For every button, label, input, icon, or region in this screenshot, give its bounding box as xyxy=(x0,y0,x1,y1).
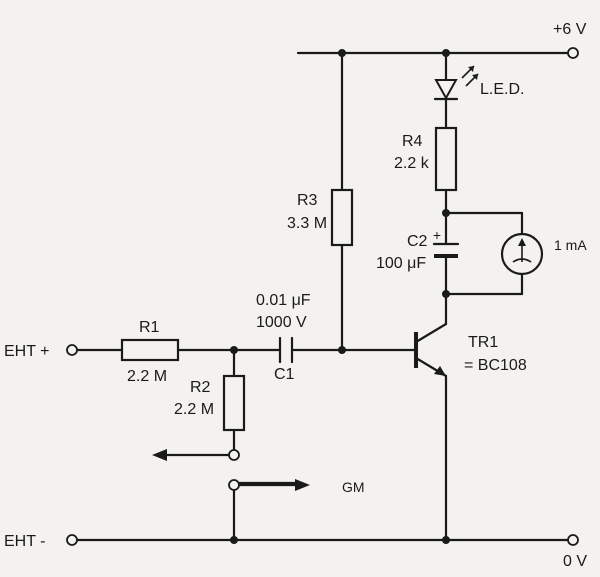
wires xyxy=(75,51,570,542)
transistor-tr1 xyxy=(414,322,448,378)
labels: +6 V 0 V EHT + EHT - L.E.D. R4 2.2 k R3 … xyxy=(4,21,587,570)
gm-arrow-icon xyxy=(237,479,310,491)
led-label: L.E.D. xyxy=(480,81,524,98)
c1-name: C1 xyxy=(274,366,295,383)
gm-label: GM xyxy=(342,479,365,495)
capacitor-c2: + xyxy=(432,227,460,258)
capacitor-c1 xyxy=(278,336,294,364)
meter-value: 1 mA xyxy=(554,237,587,253)
resistor-r4 xyxy=(434,126,458,192)
light-emission-arrows-icon xyxy=(461,65,479,87)
led xyxy=(433,65,479,101)
terminal-r2-output xyxy=(228,449,240,461)
tr1-name: TR1 xyxy=(468,334,498,351)
terminal-ground xyxy=(567,534,579,546)
c1-cap-value: 0.01 μF xyxy=(256,292,311,309)
r1-value: 2.2 M xyxy=(127,368,167,385)
supply-label: +6 V xyxy=(553,21,587,38)
r4-name: R4 xyxy=(402,133,423,150)
milliammeter xyxy=(500,232,544,276)
junction-dots xyxy=(230,49,450,544)
ground-label: 0 V xyxy=(563,553,587,570)
c2-name: C2 xyxy=(407,233,428,250)
eht-minus-label: EHT - xyxy=(4,533,45,550)
terminal-eht-plus xyxy=(66,344,78,356)
resistor-r3 xyxy=(330,188,354,247)
svg-text:+: + xyxy=(433,227,441,243)
terminal-supply xyxy=(567,47,579,59)
r1-name: R1 xyxy=(139,319,160,336)
eht-plus-label: EHT + xyxy=(4,343,50,360)
r3-name: R3 xyxy=(297,192,318,209)
r2-output-arrow-icon xyxy=(152,449,231,461)
r4-value: 2.2 k xyxy=(394,155,430,172)
r2-value: 2.2 M xyxy=(174,401,214,418)
terminal-gm xyxy=(228,479,240,491)
meter-needle-icon xyxy=(512,238,532,263)
terminals xyxy=(66,47,579,546)
c2-value: 100 μF xyxy=(376,255,426,272)
tr1-type: = BC108 xyxy=(464,357,527,374)
r3-value: 3.3 M xyxy=(287,215,327,232)
c1-volt-value: 1000 V xyxy=(256,314,307,331)
resistor-r2 xyxy=(222,374,246,432)
resistor-r1 xyxy=(120,338,180,362)
terminal-eht-minus xyxy=(66,534,78,546)
r2-name: R2 xyxy=(190,379,211,396)
